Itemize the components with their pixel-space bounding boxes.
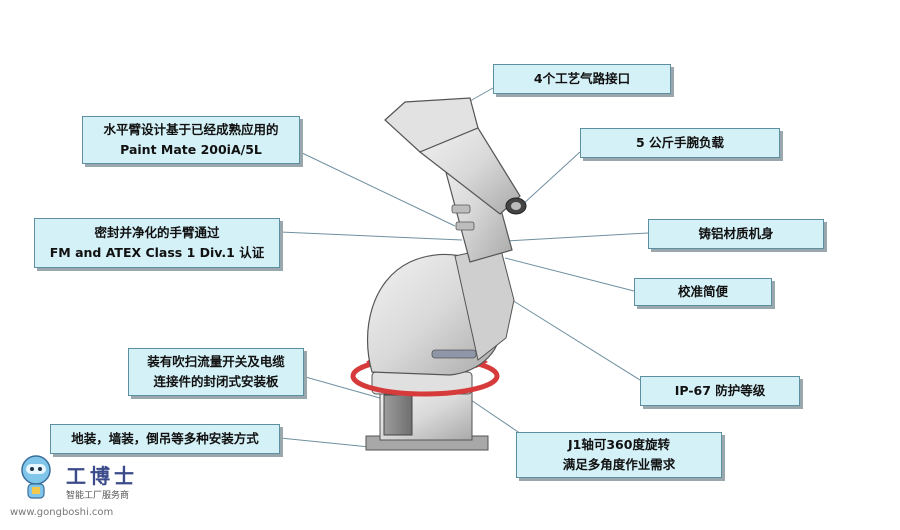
leader-ip67 bbox=[511, 299, 641, 381]
callout-cast-aluminum: 铸铝材质机身 bbox=[648, 219, 824, 249]
callout-air-ports-line-1: 4个工艺气路接口 bbox=[533, 71, 631, 86]
brand-logo: 工博士 智能工厂服务商 www.gongboshi.com bbox=[8, 452, 168, 524]
callout-calibration-line-1: 校准简便 bbox=[677, 284, 728, 299]
callout-wrist-payload-line-1: 5 公斤手腕负载 bbox=[635, 135, 725, 150]
callout-j1-rotation-line-1: J1轴可360度旋转 bbox=[568, 437, 670, 452]
callout-sealed-arm-line-2: FM and ATEX Class 1 Div.1 认证 bbox=[49, 245, 265, 260]
callout-wrist-payload: 5 公斤手腕负载 bbox=[580, 128, 780, 158]
leader-sealed-arm bbox=[279, 231, 463, 241]
callout-purge-panel-line-1: 装有吹扫流量开关及电缆 bbox=[147, 354, 285, 369]
logo-subtitle: 智能工厂服务商 bbox=[66, 491, 130, 501]
callout-mounting-line-1: 地装，墙装，倒吊等多种安装方式 bbox=[71, 431, 259, 446]
callout-sealed-arm: 密封并净化的手臂通过 FM and ATEX Class 1 Div.1 认证 bbox=[34, 218, 280, 268]
leader-wrist-payload bbox=[521, 151, 581, 206]
callout-j1-rotation: J1轴可360度旋转 满足多角度作业需求 bbox=[516, 432, 722, 478]
callout-purge-panel: 装有吹扫流量开关及电缆 连接件的封闭式安装板 bbox=[128, 348, 304, 396]
leader-calibration bbox=[504, 257, 635, 292]
callout-calibration: 校准简便 bbox=[634, 278, 772, 306]
callout-horizontal-arm-line-2: Paint Mate 200iA/5L bbox=[120, 142, 262, 157]
callout-mounting: 地装，墙装，倒吊等多种安装方式 bbox=[50, 424, 280, 454]
callout-sealed-arm-line-1: 密封并净化的手臂通过 bbox=[94, 225, 220, 240]
callout-cast-aluminum-line-1: 铸铝材质机身 bbox=[698, 226, 774, 241]
leader-cast-aluminum bbox=[505, 232, 649, 242]
robot-forearm bbox=[384, 97, 527, 215]
leader-horizontal-arm bbox=[299, 151, 456, 227]
callout-purge-panel-line-2: 连接件的封闭式安装板 bbox=[153, 374, 279, 389]
robot-shoulder bbox=[366, 245, 515, 376]
robot-base bbox=[365, 371, 489, 451]
leader-lines bbox=[279, 87, 649, 451]
logo-url: www.gongboshi.com bbox=[10, 507, 114, 518]
callout-ip67-line-1: IP-67 防护等级 bbox=[674, 383, 766, 398]
callout-j1-rotation-line-2: 满足多角度作业需求 bbox=[562, 457, 676, 472]
logo-name: 工博士 bbox=[66, 464, 138, 488]
leader-purge-panel bbox=[301, 375, 381, 399]
callout-horizontal-arm-line-1: 水平臂设计基于已经成熟应用的 bbox=[103, 122, 279, 137]
callout-ip67: IP-67 防护等级 bbox=[640, 376, 800, 406]
callout-horizontal-arm: 水平臂设计基于已经成熟应用的 Paint Mate 200iA/5L bbox=[82, 116, 300, 164]
mascot-icon bbox=[21, 455, 51, 499]
callout-air-ports: 4个工艺气路接口 bbox=[493, 64, 671, 94]
